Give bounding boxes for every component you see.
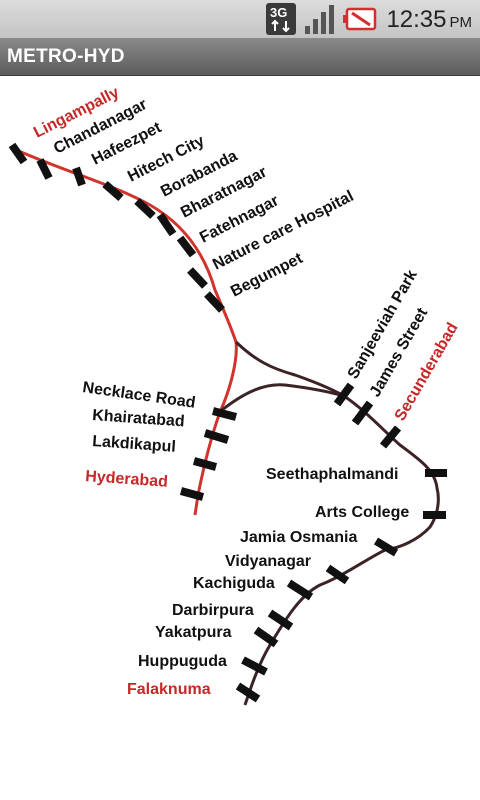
- network-type: 3G: [270, 5, 287, 20]
- metro-map: Lingampally Chandanagar Hafeezpet Hitech…: [8, 84, 462, 706]
- station-falaknuma: Falaknuma: [127, 681, 211, 698]
- app-title-bar: METRO-HYD: [0, 38, 480, 76]
- station-ticks: [8, 142, 447, 703]
- station-hyderabad: Hyderabad: [85, 468, 169, 491]
- brown-line-main: [243, 394, 440, 706]
- tick-lakdikapul: [192, 457, 218, 471]
- tick-borabanda: [134, 198, 156, 219]
- station-seethaphalmandi: Seethaphalmandi: [266, 466, 398, 483]
- tick-hyderabad: [179, 487, 205, 501]
- station-yakatpura: Yakatpura: [155, 624, 232, 641]
- station-darbirpura: Darbirpura: [172, 602, 254, 619]
- tick-khairatabad: [203, 429, 230, 444]
- station-jamia-osmania: Jamia Osmania: [240, 529, 358, 546]
- tick-lingampally: [8, 142, 28, 165]
- tick-hafeezpet: [72, 166, 86, 187]
- tick-hitech-city: [102, 180, 124, 202]
- tick-bharatnagar: [156, 212, 177, 237]
- signal-strength-icon: [305, 5, 334, 34]
- tick-jamia-osmania: [373, 537, 399, 557]
- tick-kachiguda: [286, 579, 314, 601]
- tick-yakatpura: [253, 626, 279, 648]
- tick-vidyanagar: [325, 564, 350, 585]
- tick-falaknuma: [235, 682, 261, 703]
- tick-necklace-road: [211, 407, 238, 421]
- station-huppuguda: Huppuguda: [138, 653, 227, 670]
- battery-alert-icon: [343, 7, 377, 31]
- brown-line-branch-bottom: [221, 383, 345, 412]
- tick-fatehnagar: [176, 235, 197, 258]
- tick-huppuguda: [241, 656, 268, 676]
- station-kachiguda: Kachiguda: [193, 575, 275, 592]
- tick-sanjeeviah-park: [333, 382, 355, 407]
- tick-secunderabad: [379, 425, 402, 449]
- tick-darbirpura: [267, 609, 294, 631]
- station-vidyanagar: Vidyanagar: [225, 553, 311, 570]
- tick-nature-care: [187, 267, 208, 289]
- tick-begumpet: [204, 291, 225, 313]
- station-lakdikapul: Lakdikapul: [92, 433, 177, 456]
- station-arts-college: Arts College: [315, 504, 409, 521]
- 3g-data-icon: 3G: [266, 3, 296, 35]
- clock-ampm: PM: [449, 14, 473, 31]
- clock-time: 12:35: [386, 6, 447, 33]
- app-title: METRO-HYD: [7, 46, 125, 67]
- brown-line-branch-top: [234, 340, 345, 398]
- tick-james-street: [351, 400, 374, 426]
- tick-chandanagar: [36, 158, 53, 180]
- station-khairatabad: Khairatabad: [92, 407, 185, 430]
